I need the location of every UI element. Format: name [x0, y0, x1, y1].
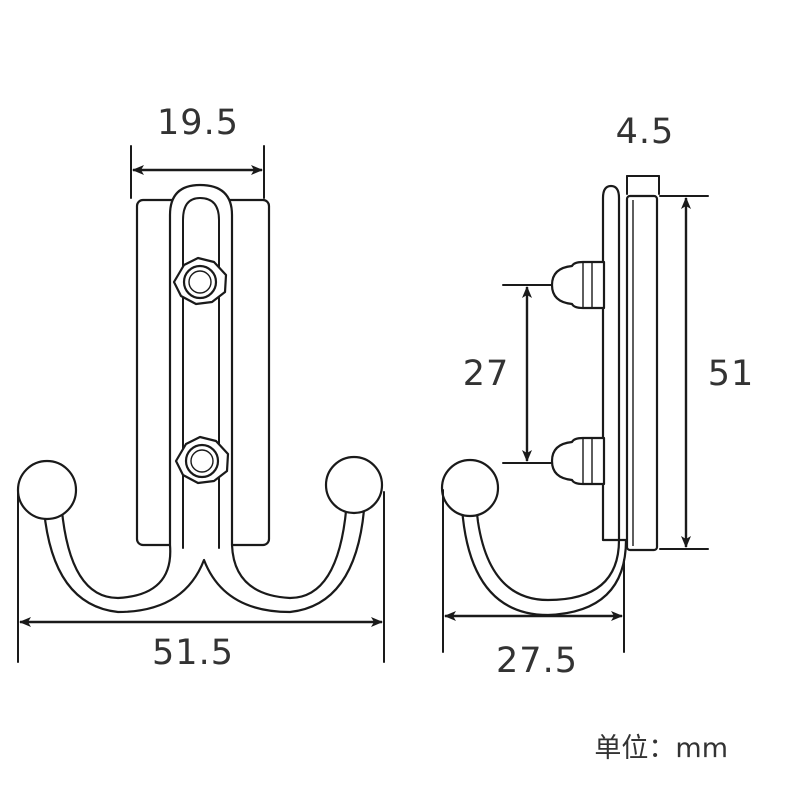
front-hook-body	[42, 183, 366, 614]
side-thickness-label: 4.5	[616, 112, 675, 152]
side-depth-label: 27.5	[496, 641, 578, 681]
front-view: 19.5 51.5	[16, 103, 385, 673]
side-upper-screw-cap	[550, 260, 606, 310]
front-upper-nut	[172, 256, 228, 306]
side-screw-spacing-label: 27	[463, 354, 510, 394]
side-view: 4.5 27 51 27.5	[440, 112, 755, 681]
front-right-ball-end	[324, 455, 384, 515]
front-top-width-label: 19.5	[157, 103, 239, 143]
front-lower-nut	[174, 435, 230, 485]
front-left-ball-end	[16, 459, 78, 521]
front-hook-inner-loop	[182, 197, 220, 549]
side-lower-screw-cap	[550, 436, 606, 486]
side-ball-end	[440, 458, 500, 518]
side-height-label: 51	[708, 354, 755, 394]
side-hook-body	[460, 184, 628, 617]
front-total-width-label: 51.5	[152, 633, 234, 673]
unit-label: 单位：mm	[594, 733, 728, 764]
side-back-plate	[625, 194, 659, 552]
